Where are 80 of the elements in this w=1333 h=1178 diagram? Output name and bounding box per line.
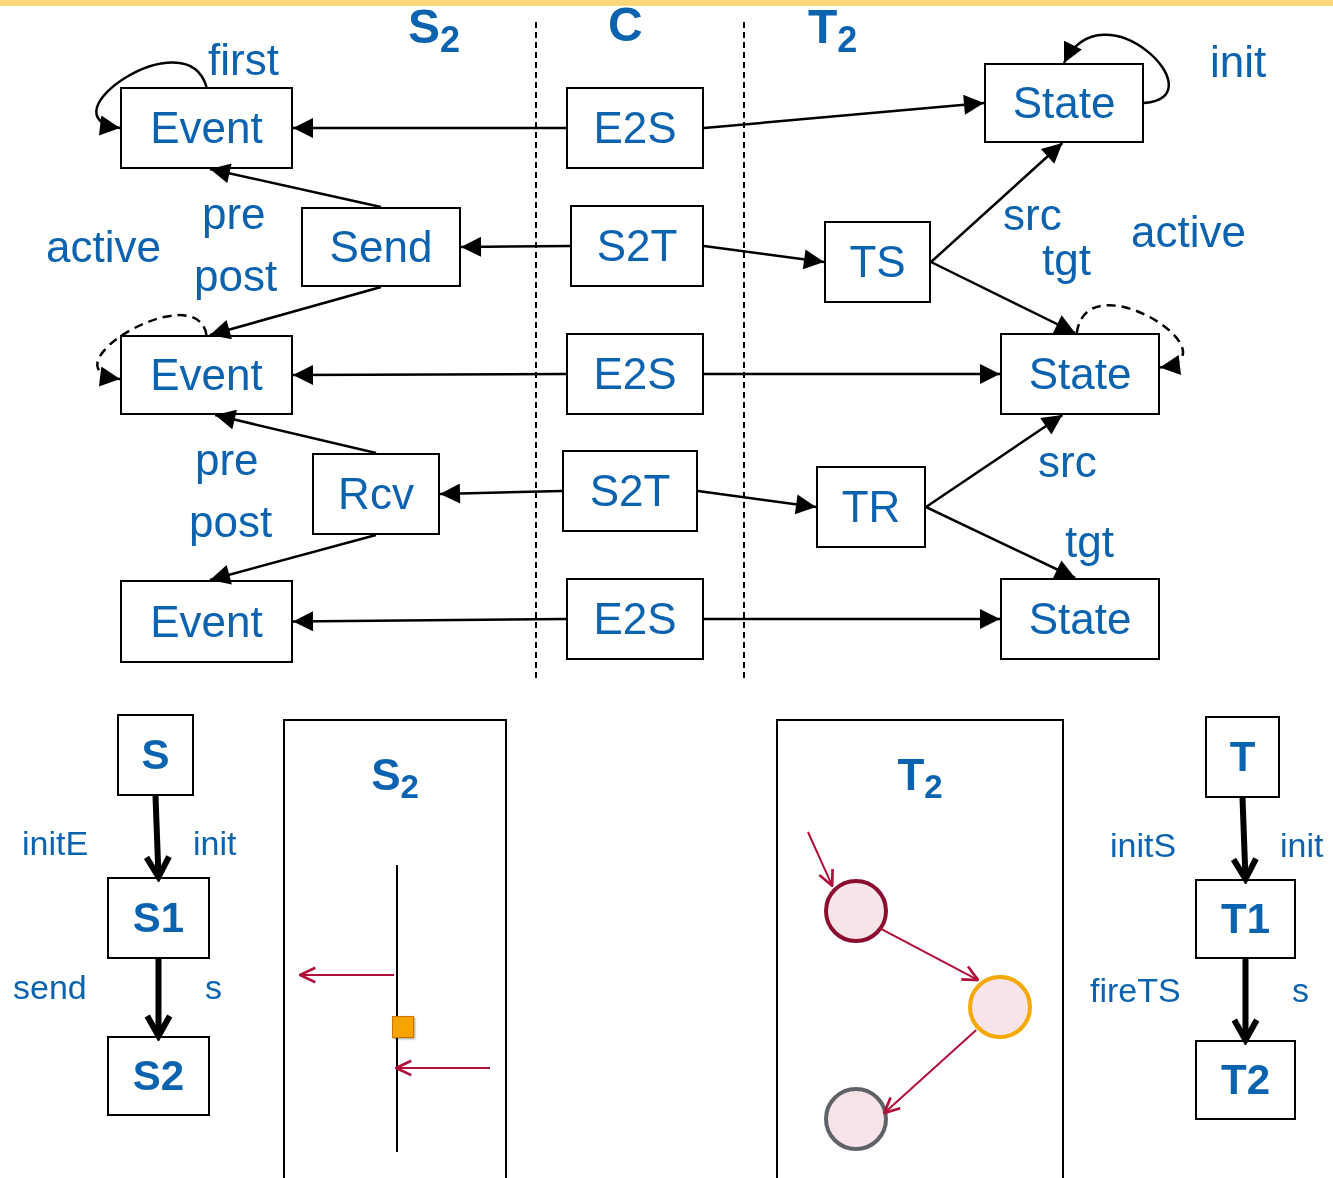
arrow xyxy=(925,413,1064,509)
arrow xyxy=(1063,33,1170,105)
arrow xyxy=(703,94,985,130)
arrow xyxy=(293,364,566,385)
arrow xyxy=(930,260,1076,335)
arrow xyxy=(697,489,817,515)
arrow xyxy=(461,236,570,257)
class-box: Send xyxy=(301,207,461,287)
class-box: S xyxy=(117,714,194,796)
class-box: T2 xyxy=(1195,1040,1296,1120)
arrow xyxy=(703,244,825,270)
arrow xyxy=(96,313,208,384)
panel xyxy=(776,719,1064,1178)
arrow xyxy=(143,795,172,880)
arrow xyxy=(1075,304,1184,372)
arrow xyxy=(95,61,208,133)
class-box: State xyxy=(1000,333,1160,415)
annotation-text: init xyxy=(193,826,237,860)
arrow xyxy=(878,927,980,982)
class-box: TS xyxy=(824,221,931,303)
class-box: E2S xyxy=(566,333,704,415)
class-box: Event xyxy=(120,87,293,169)
class-box: E2S xyxy=(566,87,704,169)
annotation-text: s xyxy=(205,970,222,1004)
lifeline xyxy=(396,865,398,1152)
class-box: State xyxy=(1000,578,1160,660)
arrow xyxy=(209,163,382,209)
arrow xyxy=(1230,797,1259,882)
edge-label: initE xyxy=(22,826,89,860)
edge-label: send xyxy=(13,970,87,1004)
arrow xyxy=(439,483,563,504)
annotation-text: init xyxy=(1280,828,1324,862)
arrow xyxy=(1231,959,1260,1043)
class-box: S2T xyxy=(570,205,704,287)
edge-label: init xyxy=(1210,40,1267,84)
edge-label: src xyxy=(1038,440,1097,484)
arrow xyxy=(882,1028,978,1115)
class-box: S1 xyxy=(107,877,210,959)
arrow xyxy=(704,609,1000,629)
edge-label: src xyxy=(1003,193,1062,237)
class-box: S2 xyxy=(107,1036,210,1116)
panel xyxy=(283,719,507,1178)
edge-label: active xyxy=(1131,210,1246,254)
arrow xyxy=(209,533,377,585)
class-box: Event xyxy=(120,335,293,415)
edge-label: first xyxy=(208,38,279,82)
arrow xyxy=(807,831,834,888)
edge-label: fireTS xyxy=(1090,973,1181,1007)
annotation-text: s xyxy=(1292,973,1309,1007)
class-box: TR xyxy=(816,466,926,548)
column-heading: T$_{2}$ xyxy=(808,3,858,51)
panel-title: T$_{2}$ xyxy=(896,753,944,797)
edge-label: tgt xyxy=(1065,520,1114,564)
arrow xyxy=(293,611,566,632)
class-box: Event xyxy=(120,580,293,663)
arrow xyxy=(925,505,1076,580)
edge-label: pre xyxy=(202,192,266,236)
arrow xyxy=(293,118,566,138)
edge-label: pre xyxy=(195,438,259,482)
arrow xyxy=(214,409,377,455)
arrow xyxy=(704,364,1000,384)
panel-title: S$_{2}$ xyxy=(370,753,420,797)
class-box: Rcv xyxy=(312,453,440,535)
edge-label: initS xyxy=(1110,828,1177,862)
column-heading: C xyxy=(608,1,643,49)
arrow xyxy=(298,966,395,984)
arrow xyxy=(209,285,382,340)
column-heading: S$_{2}$ xyxy=(408,3,461,51)
class-box: State xyxy=(984,63,1144,143)
arrow xyxy=(394,1059,491,1077)
class-box: T1 xyxy=(1195,879,1296,959)
edge-label: post xyxy=(189,500,273,544)
edge-label: active xyxy=(46,225,161,269)
class-box: T xyxy=(1205,716,1280,798)
edge-label: tgt xyxy=(1042,238,1091,282)
class-box: S2T xyxy=(562,450,698,532)
arrow xyxy=(930,142,1064,263)
arrow xyxy=(144,959,173,1039)
edge-label: post xyxy=(194,254,278,298)
class-box: E2S xyxy=(566,578,704,660)
